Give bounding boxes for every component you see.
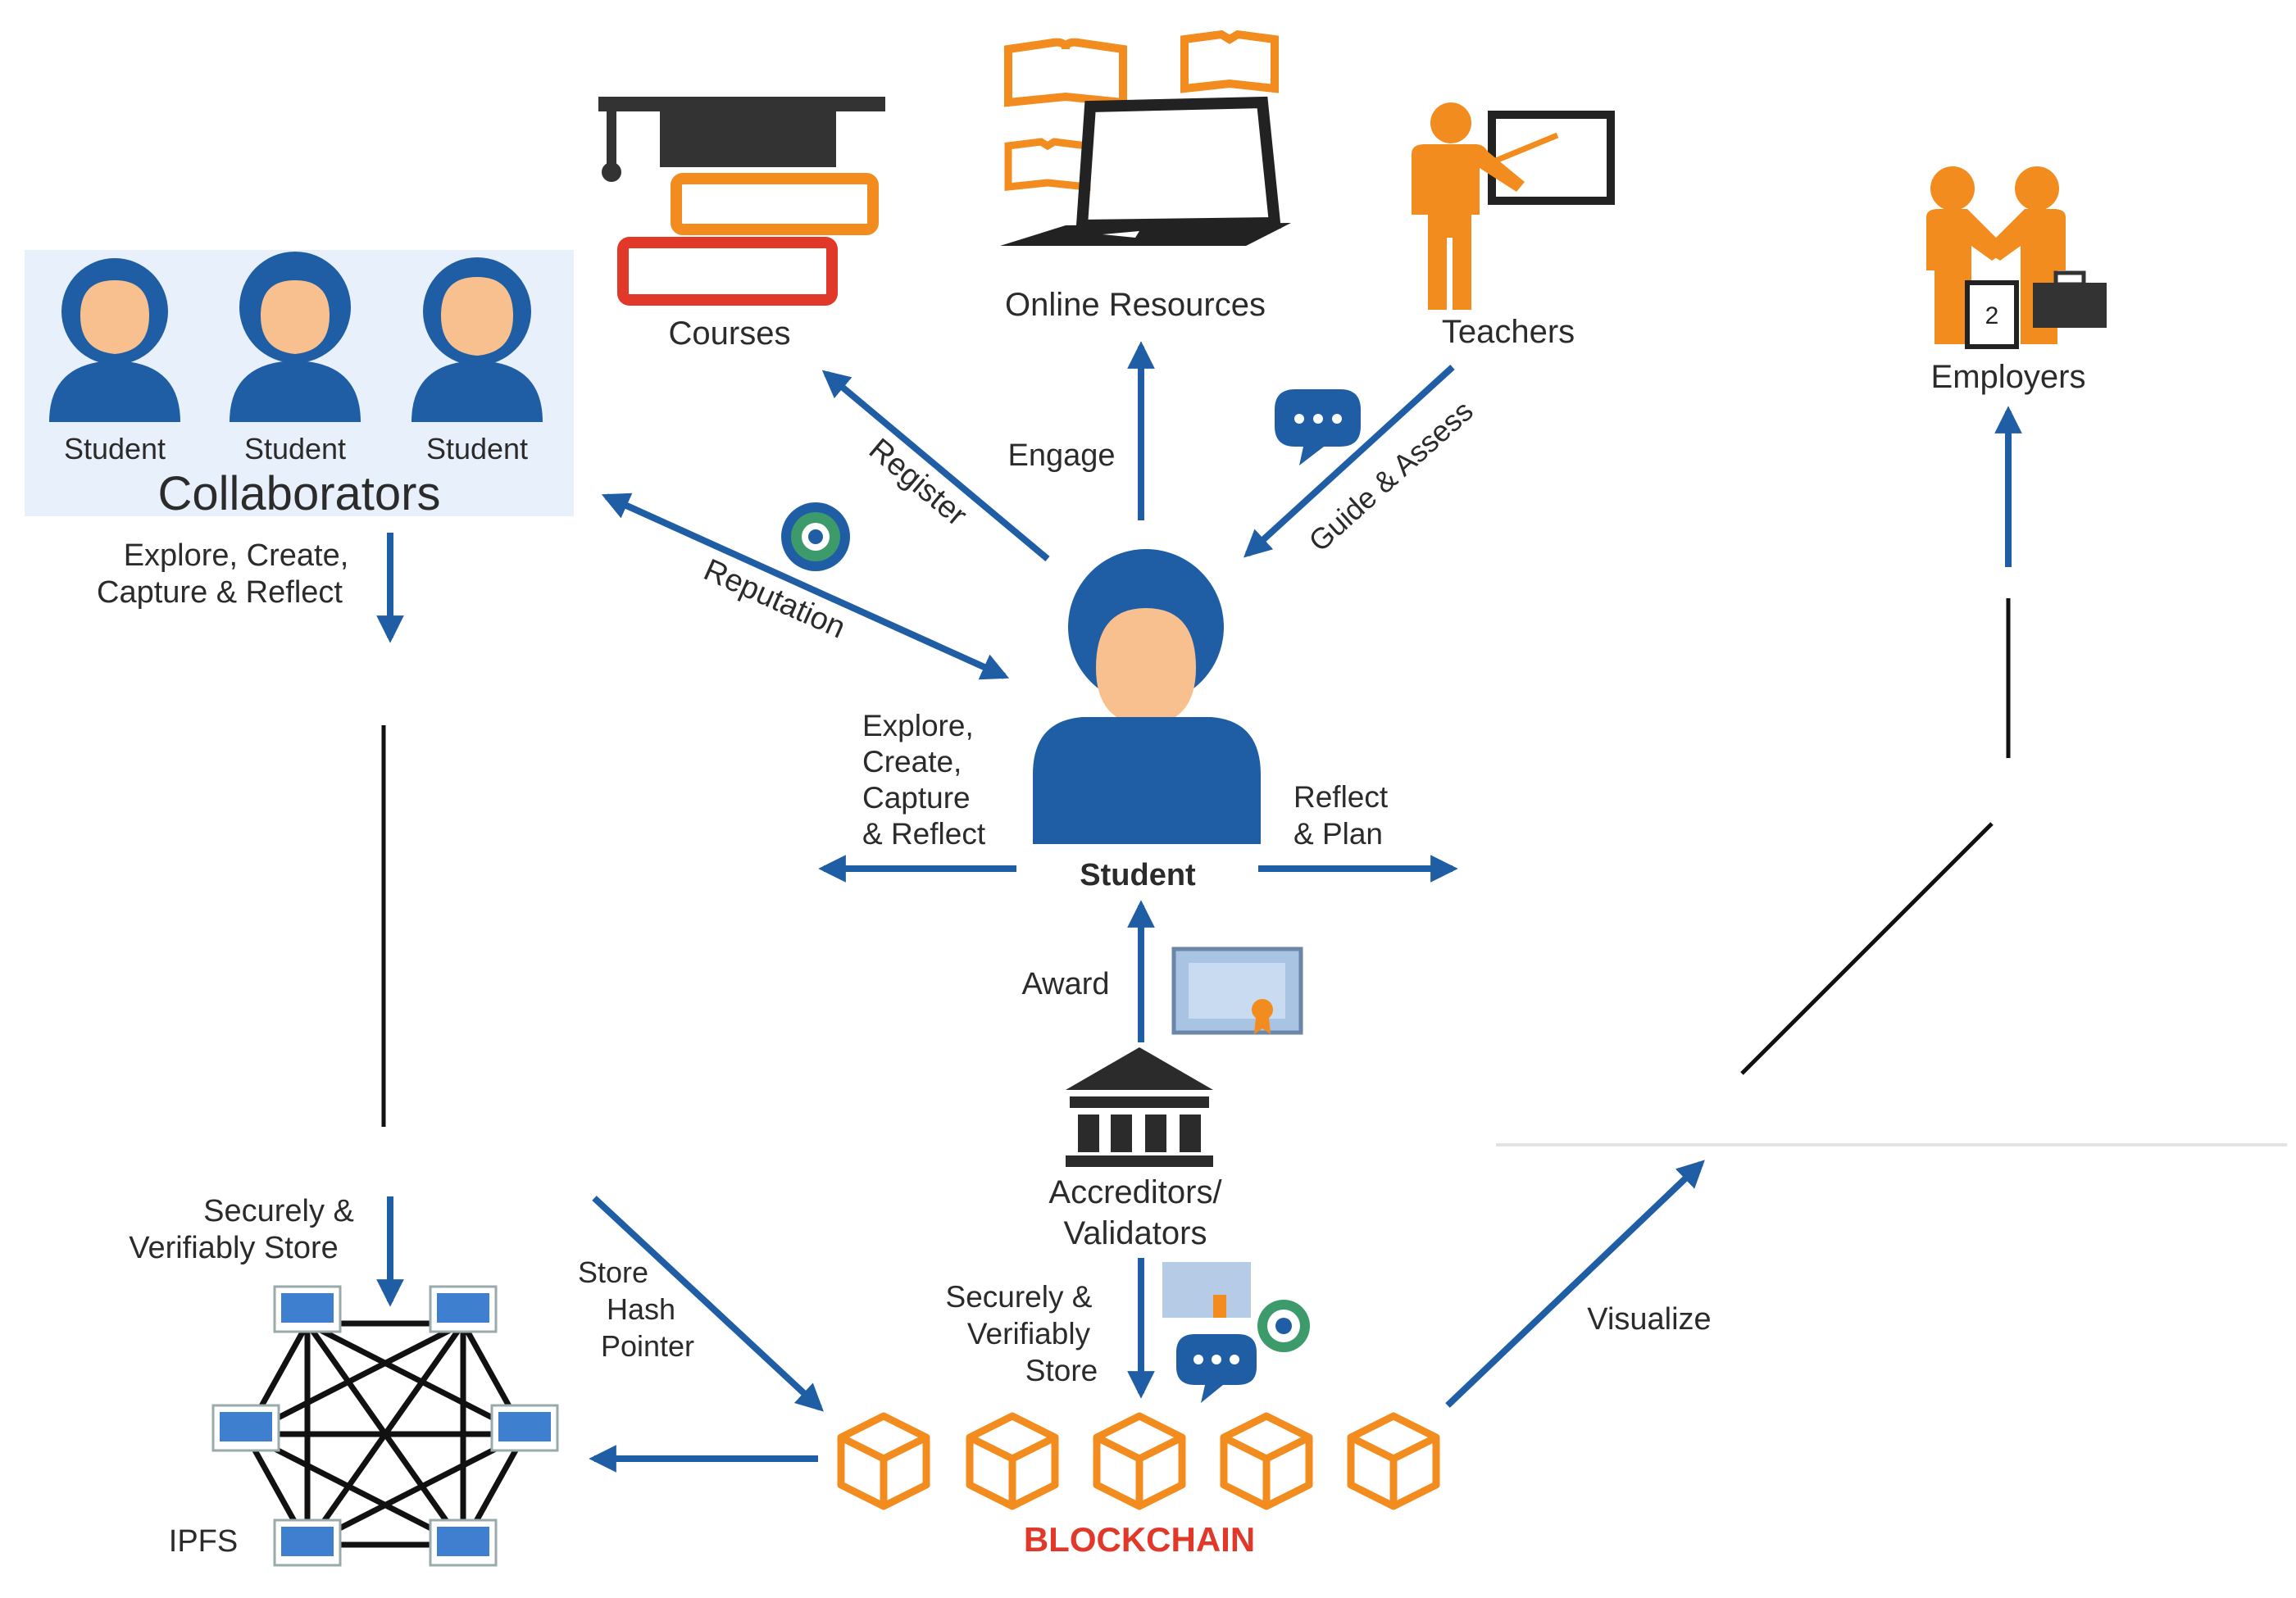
network-computers-icon	[211, 1285, 559, 1567]
computer-node-icon	[273, 1519, 342, 1567]
collaborators-group: Student Student Student Collaborators	[25, 250, 574, 520]
securely-store-center-line2: Verifiably	[967, 1317, 1091, 1351]
student-icon	[411, 257, 543, 422]
arrow-guide-assess	[1243, 365, 1455, 558]
award-label: Award	[1021, 967, 1109, 1001]
visualize-label: Visualize	[1587, 1302, 1711, 1337]
student-explore-label-line2: Create,	[862, 745, 962, 779]
student-icon	[49, 258, 180, 422]
courses-label: Courses	[669, 316, 791, 352]
arrow-store-hash	[592, 1196, 824, 1412]
engage-label: Engage	[1007, 438, 1115, 473]
securely-store-center-line1: Securely &	[946, 1280, 1093, 1314]
computer-node-icon	[273, 1285, 342, 1333]
blockchain-cubes-icon	[837, 1412, 1440, 1510]
securely-store-center-line3: Store	[1025, 1354, 1098, 1387]
online-resources-label: Online Resources	[1005, 287, 1266, 323]
computer-node-icon	[429, 1285, 498, 1333]
student-explore-label-line1: Explore,	[862, 709, 974, 742]
store-hash-line3: Pointer	[601, 1329, 694, 1363]
certificate-small-icon	[1162, 1262, 1251, 1318]
blockchain-label: BLOCKCHAIN	[1024, 1520, 1255, 1559]
reflect-plan-label-line1: Reflect	[1293, 780, 1389, 814]
teachers-label: Teachers	[1442, 314, 1575, 350]
arrow-register	[821, 370, 1050, 562]
student-label: Student	[1080, 858, 1196, 892]
student-explore-label-line3: Capture	[862, 781, 971, 815]
accreditors-label-line1: Accreditors/	[1048, 1174, 1222, 1210]
teacher-board-icon	[1412, 102, 1615, 310]
block-cube	[1220, 1412, 1313, 1510]
computer-node-icon	[429, 1519, 498, 1567]
collab-explore-label-line1: Explore, Create,	[124, 538, 349, 573]
collaborator-member-label: Student	[426, 432, 528, 465]
block-cube	[1093, 1412, 1186, 1510]
student-icon	[1033, 549, 1261, 844]
certificate-icon	[1171, 947, 1303, 1035]
block-cube	[837, 1412, 930, 1510]
handshake-icon: 2	[1926, 166, 2107, 349]
verification-badge-icon	[1257, 1300, 1310, 1352]
employers-label: Employers	[1931, 359, 2086, 395]
store-hash-line1: Store	[578, 1255, 648, 1289]
reflect-plan-label-line2: & Plan	[1293, 817, 1383, 851]
ipfs-label: IPFS	[169, 1524, 238, 1559]
collaborator-member-label: Student	[244, 432, 346, 465]
student-icon	[230, 252, 361, 422]
reputation-badge-icon	[781, 502, 850, 571]
collaborators-title: Collaborators	[158, 467, 441, 520]
store-hash-line2: Hash	[607, 1292, 675, 1326]
institution-building-icon	[1066, 1047, 1213, 1167]
chat-bubble-icon	[1275, 389, 1361, 465]
svg-text:2: 2	[1985, 302, 1999, 329]
graduation-cap-books-icon	[598, 97, 885, 306]
collaborator-member-label: Student	[64, 432, 166, 465]
chat-bubble-icon	[1176, 1334, 1257, 1403]
computer-node-icon	[490, 1404, 559, 1452]
securely-store-left-line2: Verifiably Store	[129, 1231, 339, 1265]
securely-store-left-line1: Securely &	[203, 1194, 354, 1228]
student-explore-label-line4: & Reflect	[862, 817, 986, 851]
accreditors-label-line2: Validators	[1064, 1215, 1207, 1251]
arrow-reputation-back	[605, 493, 1010, 680]
connector-line	[1740, 822, 1994, 1075]
collab-explore-label-line2: Capture & Reflect	[97, 575, 343, 610]
laptop-books-icon	[1000, 30, 1291, 246]
computer-node-icon	[211, 1404, 280, 1452]
arrow-visualize	[1445, 1160, 1705, 1408]
block-cube	[966, 1412, 1059, 1510]
block-cube	[1347, 1412, 1440, 1510]
